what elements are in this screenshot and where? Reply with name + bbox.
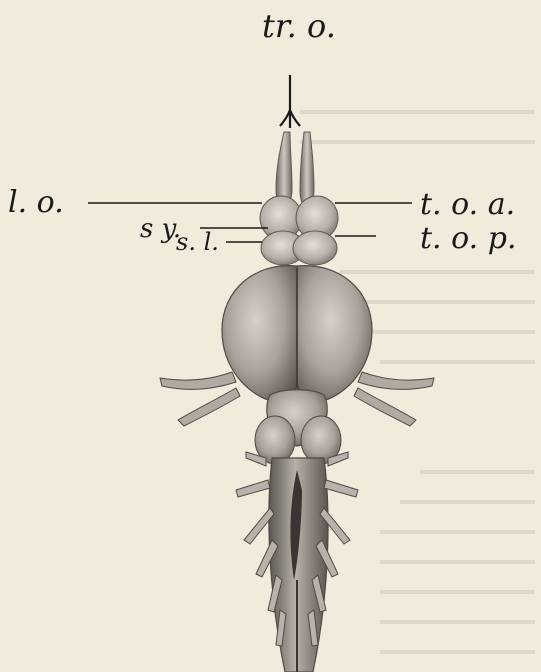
olfactory-tract [280,75,300,128]
label-s-y: s y. [140,216,181,242]
label-lobus-olfactorius: l. o. [8,188,64,218]
posterior-lobe-right [293,231,337,265]
label-s-l: s. l. [176,230,219,254]
label-olfactory-tract: tr. o. [262,10,336,42]
leader-lines [88,203,412,242]
olfactory-nerve-left [276,132,292,205]
label-t-o-a: t. o. a. [420,190,515,220]
label-t-o-p: t. o. p. [420,224,516,254]
